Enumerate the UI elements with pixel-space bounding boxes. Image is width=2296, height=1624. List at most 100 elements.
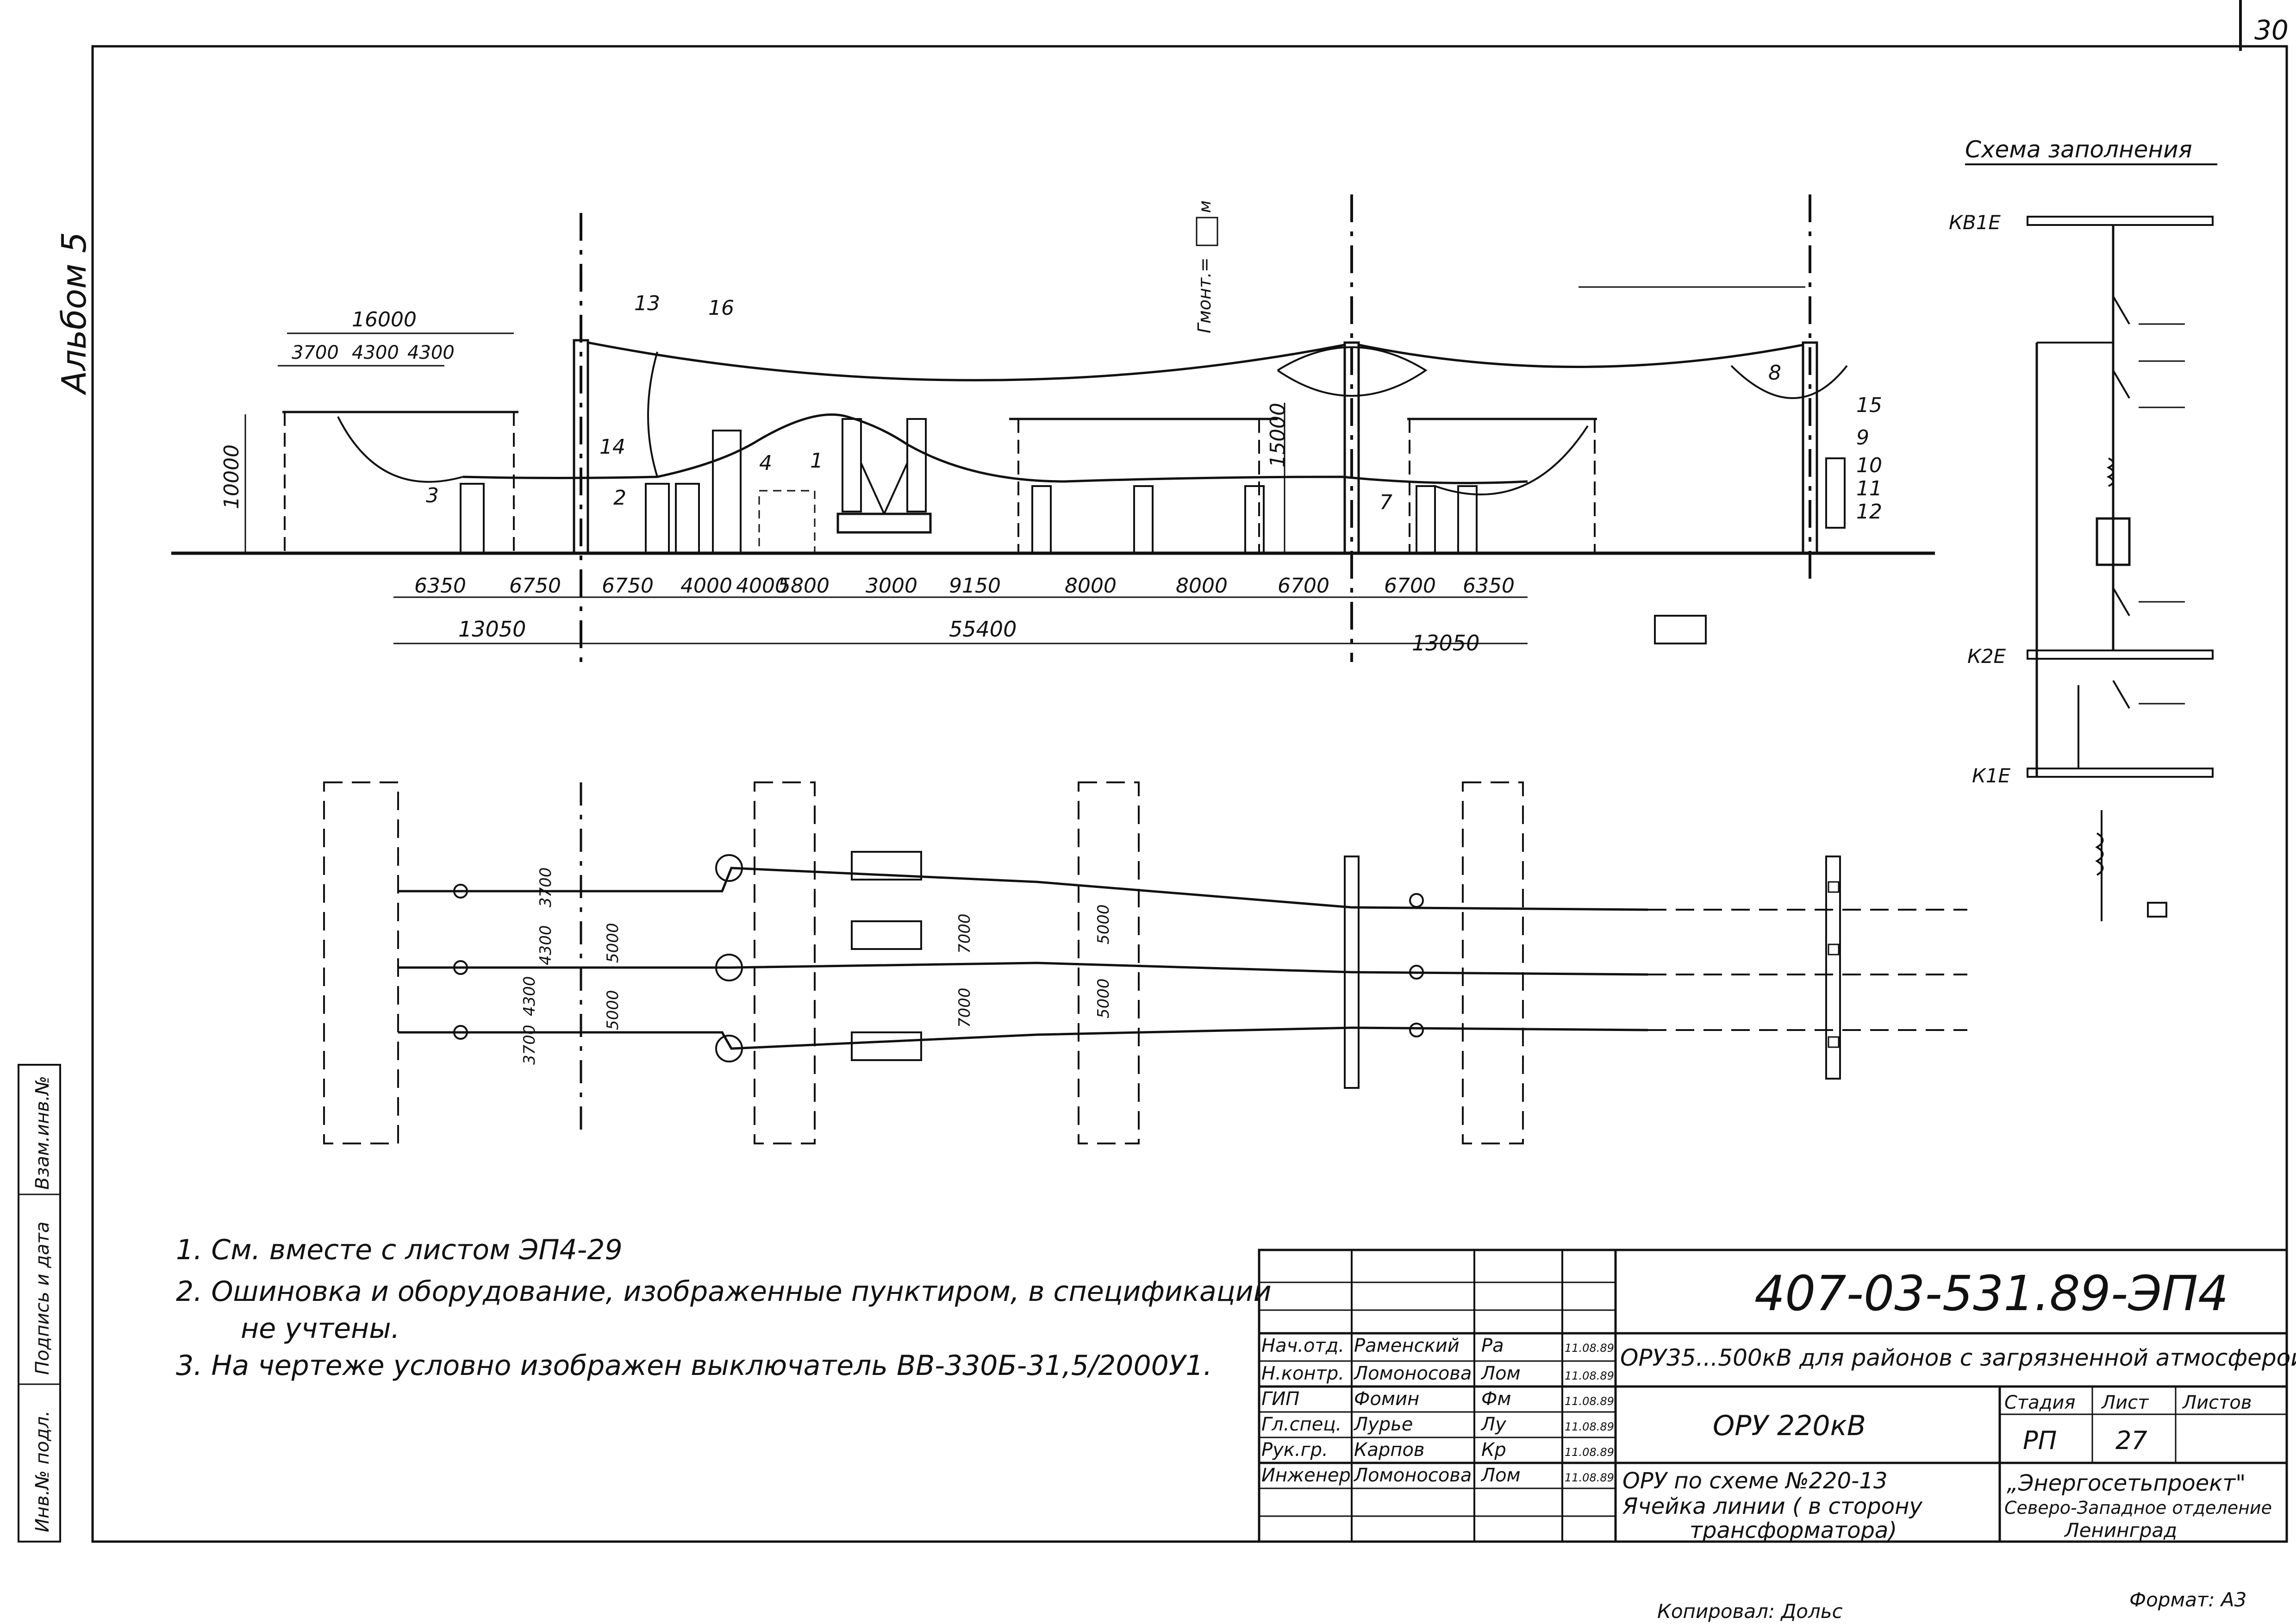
- signer-role-4: Рук.гр.: [1261, 1439, 1328, 1461]
- signer-name-1: Ломоносова: [1353, 1363, 1472, 1384]
- pdim-7: 7000: [955, 987, 974, 1028]
- portal-post-mid: [1343, 341, 1360, 555]
- dim-4300a: 4300: [352, 342, 399, 363]
- bus-portal-right: [1407, 418, 1597, 553]
- sheet-title-2: Ячейка линии ( в сторону: [1622, 1493, 1922, 1519]
- stamp-original-inv: Инв.№ подл.: [32, 1411, 53, 1532]
- pos-13: 13: [634, 292, 660, 315]
- bdim-0: 6350: [414, 574, 466, 598]
- bus-kv1e: [2027, 216, 2214, 226]
- scheme-ground-box: [2147, 902, 2167, 918]
- bdim-9: 8000: [1176, 574, 1228, 598]
- title-block: 407-03-531.89-ЭП4 ОРУ35...500кВ для райо…: [1258, 1249, 2296, 1543]
- signer-rows: Нач.отд. Раменский Ра 11.08.89 Н.контр. …: [1261, 1335, 1614, 1486]
- sheet-title-3: трансформатора): [1690, 1518, 1897, 1543]
- bdim-4: 4000: [736, 574, 788, 598]
- bottom-dims-row1: 6350 6750 6750 4000 4000 5800 3000 9150 …: [414, 574, 1515, 598]
- plan-portals: [323, 781, 1524, 1144]
- pdim-3: 3700: [520, 1024, 539, 1065]
- signer-name-2: Фомин: [1354, 1388, 1419, 1410]
- bdim2-1: 55400: [949, 617, 1017, 642]
- bus-k1e: [2027, 768, 2214, 778]
- bdim-10: 6700: [1278, 574, 1329, 598]
- portal-post-left: [573, 339, 589, 555]
- pos-1: 1: [810, 449, 823, 473]
- bdim-5: 5800: [778, 574, 830, 598]
- pos-8: 8: [1768, 361, 1781, 385]
- scheme-switches: [2112, 295, 2185, 709]
- dim-3700: 3700: [292, 342, 339, 363]
- filling-scheme: Схема заполнения КВ1Е К2Е К1Е: [1949, 136, 2217, 921]
- drop-loop-mid: [1277, 346, 1428, 397]
- pos-2: 2: [613, 486, 626, 510]
- signer-sign-4: Кр: [1481, 1439, 1506, 1461]
- bdim-8: 8000: [1065, 574, 1117, 598]
- sheet-corner-number: 30: [2254, 14, 2289, 46]
- footer-format: Формат: А3: [2129, 1588, 2246, 1611]
- footer-copied: Копировал: Дольс: [1657, 1600, 1843, 1623]
- scheme-breaker: [2096, 517, 2131, 566]
- portal-post-right: [1802, 341, 1818, 555]
- bdim-6: 3000: [866, 574, 917, 598]
- signer-date-5: 11.08.89: [1565, 1471, 1614, 1484]
- pos-15: 15: [1856, 394, 1882, 417]
- signer-sign-1: Лом: [1480, 1363, 1521, 1384]
- stamp-replace-inv: Взам.инв.№: [32, 1076, 53, 1190]
- signer-role-1: Н.контр.: [1261, 1363, 1344, 1384]
- signer-name-5: Ломоносова: [1353, 1465, 1472, 1486]
- bdim-7: 9150: [949, 574, 1001, 598]
- scheme-title: Схема заполнения: [1965, 136, 2192, 163]
- signer-date-3: 11.08.89: [1565, 1420, 1614, 1433]
- plan-portal-beam-right: [1825, 856, 1841, 1080]
- note-3: 3. На чертеже условно изображен выключат…: [176, 1349, 1212, 1382]
- object-name: ОРУ 220кВ: [1713, 1410, 1866, 1442]
- height-mark-box: [1196, 217, 1218, 246]
- signer-role-2: ГИП: [1261, 1388, 1299, 1410]
- album-label: Альбом 5: [55, 232, 94, 395]
- support-insulators: [460, 430, 1846, 554]
- sheet-frame: [91, 45, 2288, 1543]
- circuit-breaker: [836, 418, 932, 534]
- pos-10: 10: [1856, 454, 1882, 477]
- bdim2-0: 13050: [458, 617, 526, 642]
- org-1: „Энергосетьпроект": [2007, 1470, 2246, 1496]
- bdim-11: 6700: [1384, 574, 1436, 598]
- pos-12: 12: [1856, 500, 1882, 524]
- signer-sign-2: Фм: [1481, 1388, 1511, 1410]
- note-2: 2. Ошиновка и оборудование, изображенные…: [176, 1275, 1272, 1308]
- bus-portal-left: [282, 411, 518, 553]
- phase-conductors: [398, 867, 1967, 1050]
- dimension-lines: [244, 286, 1805, 644]
- loop-line-14: [647, 351, 658, 477]
- plan-view: 3700 4300 4300 3700 5000 5000 7000 7000 …: [323, 781, 1967, 1144]
- scheme-ct: [2106, 457, 2114, 487]
- pdim-4: 5000: [604, 923, 622, 963]
- bus-k2e: [2027, 650, 2214, 660]
- signer-sign-0: Ра: [1481, 1335, 1504, 1356]
- pdim-6: 7000: [955, 913, 974, 954]
- plan-dims: 3700 4300 4300 3700 5000 5000 7000 7000 …: [520, 867, 1113, 1065]
- height-mark-unit: м: [1196, 200, 1215, 213]
- project-name: ОРУ35...500кВ для районов с загрязненной…: [1620, 1344, 2296, 1371]
- signer-date-2: 11.08.89: [1565, 1395, 1614, 1408]
- note-1: 1. См. вместе с листом ЭП4-29: [176, 1234, 623, 1266]
- val-sheet: 27: [2115, 1426, 2147, 1455]
- height-mark: Гмонт.=: [1194, 257, 1215, 333]
- pos-11: 11: [1856, 477, 1882, 500]
- signer-role-5: Инженер: [1261, 1465, 1351, 1486]
- bus-label-k2e: К2Е: [1967, 645, 2006, 668]
- elevation-view: 16000 3700 4300 4300 10000 15000 Гмонт.=…: [171, 194, 1935, 662]
- dim-4300b: 4300: [407, 342, 455, 363]
- pos-4: 4: [759, 451, 772, 475]
- bottom-dims-row2: 13050 55400 13050: [458, 617, 1479, 656]
- pos-14: 14: [599, 435, 625, 459]
- dim-15000: 15000: [1266, 403, 1290, 468]
- notes: 1. См. вместе с листом ЭП4-29 2. Ошиновк…: [176, 1234, 1272, 1382]
- pdim-2: 4300: [520, 976, 539, 1016]
- pos-9: 9: [1856, 426, 1869, 450]
- pos-7: 7: [1379, 491, 1392, 514]
- bdim2-2: 13050: [1412, 631, 1479, 656]
- bdim-2: 6750: [602, 574, 654, 598]
- dim-16000: 16000: [352, 308, 417, 331]
